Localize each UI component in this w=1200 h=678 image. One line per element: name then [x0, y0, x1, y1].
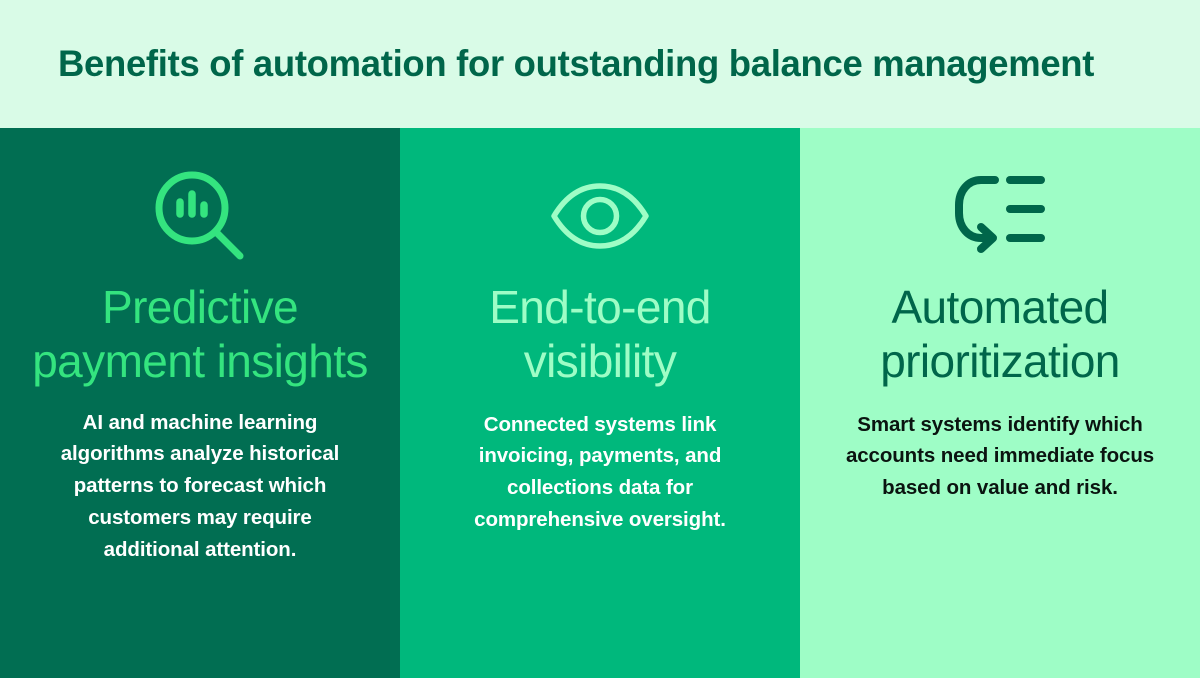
benefit-card-predictive-payment-insights: Predictive payment insights AI and machi… [0, 128, 400, 678]
benefit-description: Connected systems link invoicing, paymen… [474, 412, 726, 531]
benefit-description: Smart systems identify which accounts ne… [845, 412, 1155, 500]
benefit-heading: Predictive payment insights [32, 281, 368, 388]
benefit-card-automated-prioritization: Automated prioritization Smart systems i… [800, 128, 1200, 678]
benefit-description: AI and machine learning algorithms analy… [60, 410, 340, 561]
sort-priority-arrow-icon [948, 164, 1052, 268]
page-title: Benefits of automation for outstanding b… [58, 42, 1095, 84]
benefit-card-end-to-end-visibility: End-to-end visibility Connected systems … [400, 128, 800, 678]
benefit-heading: End-to-end visibility [489, 281, 711, 388]
benefit-heading: Automated prioritization [880, 281, 1120, 388]
benefit-columns: Predictive payment insights AI and machi… [0, 128, 1200, 678]
header-band: Benefits of automation for outstanding b… [0, 0, 1200, 128]
eye-icon [548, 164, 652, 268]
magnifier-bar-chart-icon [148, 164, 252, 268]
